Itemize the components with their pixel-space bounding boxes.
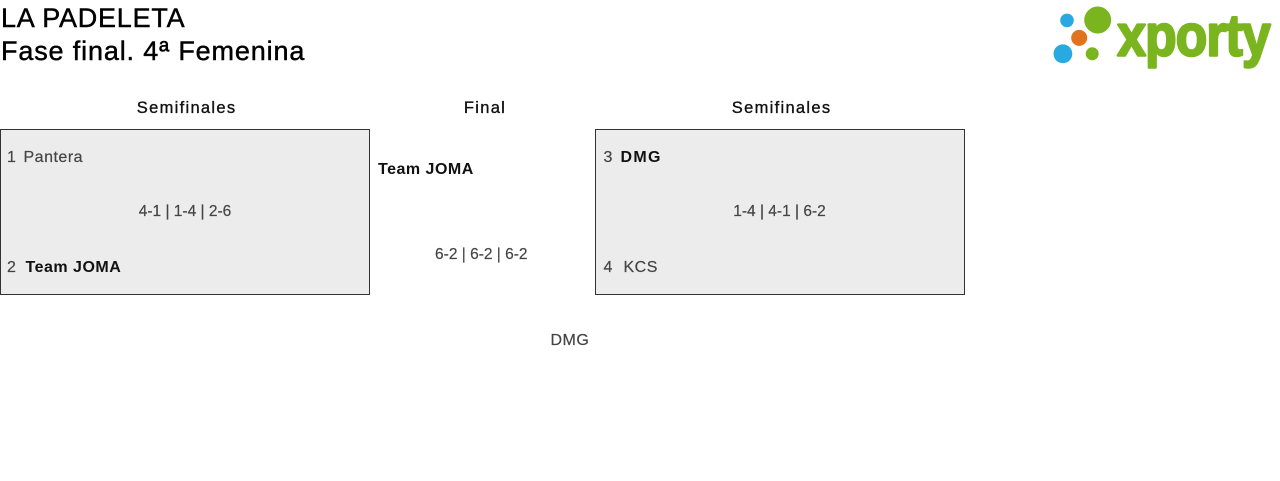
svg-text:xporty: xporty	[1117, 2, 1271, 68]
